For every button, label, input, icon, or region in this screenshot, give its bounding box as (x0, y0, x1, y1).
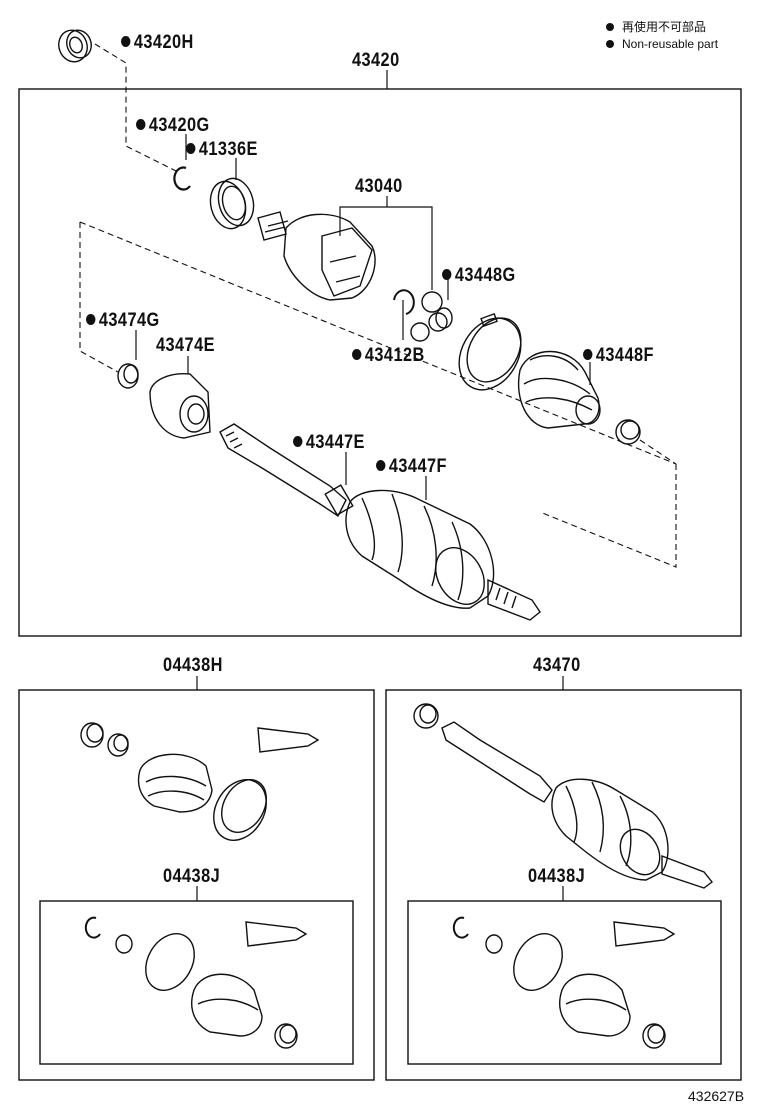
label-41336E: 41336E (186, 140, 258, 159)
bullet-icon (606, 23, 614, 31)
drive-shaft (219, 423, 541, 621)
legend-jp: 再使用不可部品 (622, 20, 707, 34)
dashed-guides (79, 43, 677, 568)
label-43420: 43420 (352, 50, 400, 71)
bullet-icon (86, 314, 96, 325)
label-43447E: 43447E (293, 433, 365, 452)
clip-43412B (393, 289, 415, 315)
ring-41336E (209, 177, 255, 230)
snap-ring-43420G (173, 166, 191, 191)
label-43412B: 43412B (352, 346, 425, 365)
label-43448F: 43448F (583, 346, 654, 365)
bullet-icon (583, 349, 593, 360)
seal-43420H (58, 29, 92, 63)
label-43470: 43470 (533, 655, 581, 676)
bullet-icon (136, 119, 146, 130)
main-frame (18, 88, 742, 637)
label-43474G: 43474G (86, 311, 160, 330)
leader-lines (135, 70, 591, 901)
bullet-icon (293, 436, 303, 447)
kit-04438J-right-parts (452, 916, 676, 1049)
tripod-43448G-parts (410, 291, 453, 342)
bullet-icon (442, 269, 452, 280)
bullet-icon (606, 40, 614, 48)
legend-en: Non-reusable part (622, 37, 719, 51)
label-04438J-right: 04438J (528, 866, 586, 887)
label-04438H: 04438H (163, 655, 223, 676)
bullet-icon (352, 349, 362, 360)
clamp-43448G (458, 312, 522, 391)
label-43420H: 43420H (121, 33, 194, 52)
diagram-reference: 432627B (688, 1088, 745, 1104)
label-04438J-left: 04438J (163, 866, 221, 887)
kit-04438H-parts (80, 722, 320, 841)
housing-43040 (257, 211, 376, 301)
label-43420G: 43420G (136, 116, 210, 135)
label-43474E: 43474E (156, 335, 215, 356)
bullet-icon (186, 143, 196, 154)
label-43447F: 43447F (376, 457, 447, 476)
clamp-small-right (615, 419, 641, 445)
kit-04438J-right-frame (407, 900, 722, 1065)
label-43448G: 43448G (442, 266, 516, 285)
damper-43474E (149, 373, 211, 439)
bullet-icon (121, 36, 131, 47)
clamp-43474G (117, 363, 139, 389)
kit-04438J-left-parts (84, 916, 308, 1049)
kit-43470-parts (413, 703, 713, 889)
legend-row-en: Non-reusable part (606, 36, 718, 53)
bullet-icon (376, 460, 386, 471)
legend: 再使用不可部品 Non-reusable part (606, 19, 718, 53)
boot-43448F (518, 350, 601, 429)
label-43040: 43040 (355, 176, 403, 197)
legend-row-jp: 再使用不可部品 (606, 19, 718, 36)
